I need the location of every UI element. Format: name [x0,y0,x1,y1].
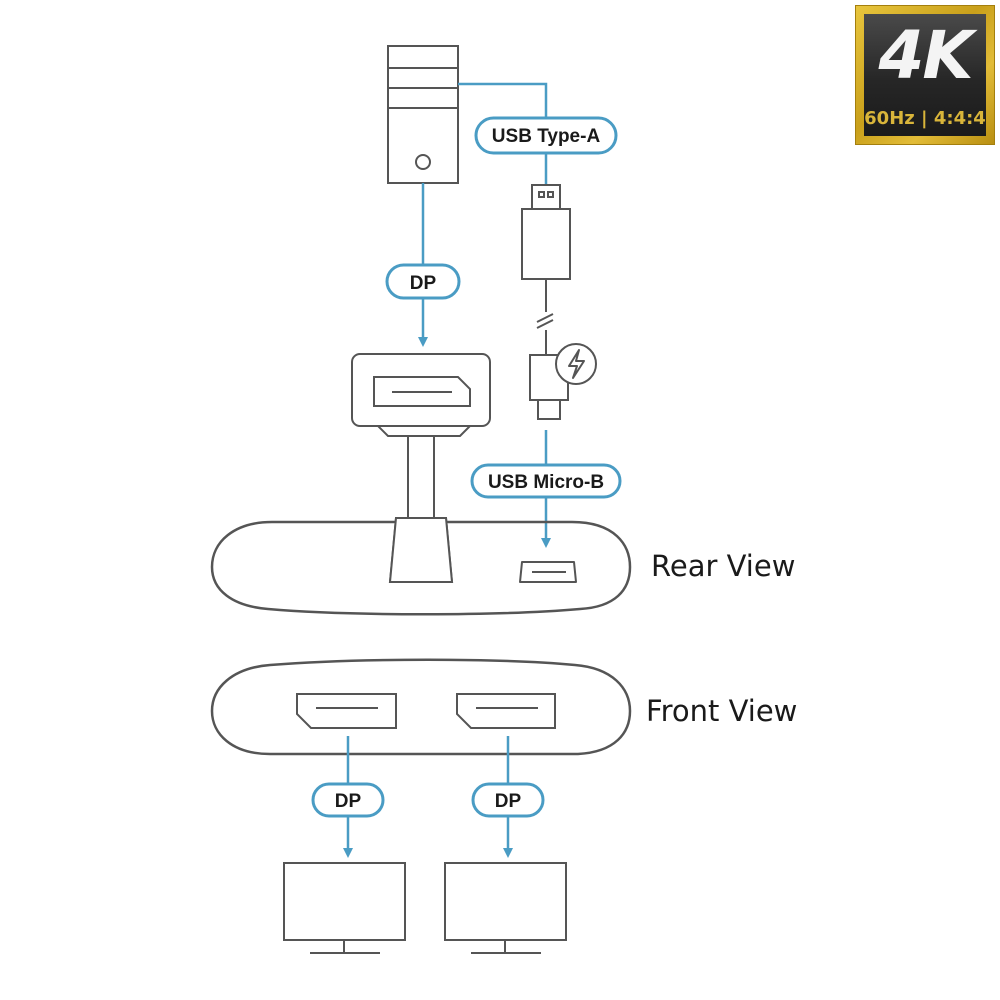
monitor-1-icon [283,862,406,954]
4k-badge-inner: 4K 60Hz | 4:4:4 [864,14,986,136]
adapter-front-body [210,658,632,756]
usb-type-a-plug-icon [521,184,571,355]
dp-source-label: DP [385,263,461,300]
svg-text:DP: DP [335,791,362,812]
rear-view-label: Rear View [651,549,795,583]
front-view-label: Front View [646,694,797,728]
svg-text:USB Type-A: USB Type-A [492,126,601,147]
dp-plug-icon [351,353,491,583]
dp-cable-boot [388,517,454,583]
usb-micro-b-label: USB Micro-B [470,463,622,499]
4k-badge-resolution: 4K [878,17,973,94]
4k-badge-spec: 60Hz | 4:4:4 [864,108,986,129]
usb-type-a-label: USB Type-A [474,116,618,155]
charging-bolt-icon [555,343,597,385]
svg-text:USB Micro-B: USB Micro-B [488,472,604,493]
dp-output-2-label: DP [471,782,545,818]
adapter-rear-body [210,520,632,616]
dp-output-cable-lines [343,736,513,858]
dp-port-2-icon [456,693,556,729]
monitor-2-icon [444,862,567,954]
computer-tower-icon [387,45,459,184]
svg-text:DP: DP [410,273,437,294]
usb-cable-line [458,82,548,185]
dp-port-1-icon [296,693,397,729]
4k-badge: 4K 60Hz | 4:4:4 [855,5,995,145]
micro-usb-port-icon [519,561,577,583]
dp-output-1-label: DP [311,782,385,818]
svg-text:DP: DP [495,791,522,812]
